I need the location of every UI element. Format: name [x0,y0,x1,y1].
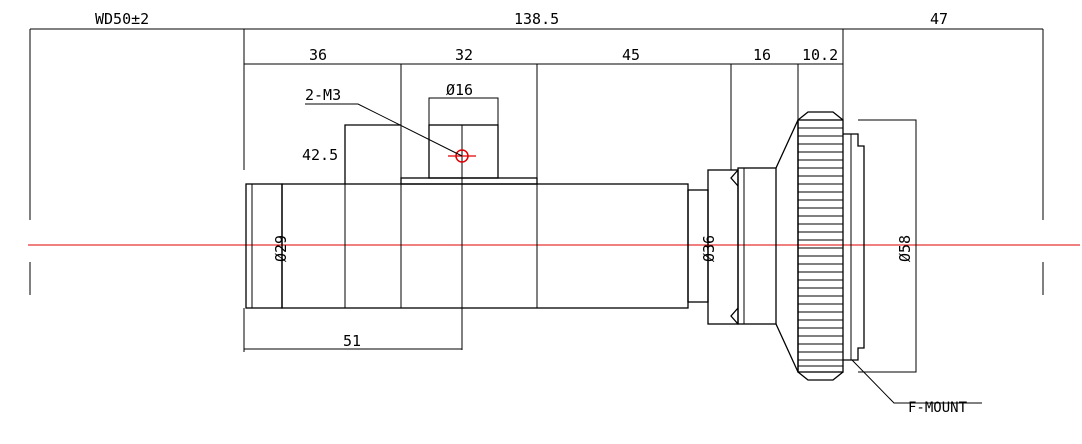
mount-label: F-MOUNT [908,400,968,416]
screw-boss-diameter-label: Ø16 [446,81,473,99]
segment-4-label: 16 [753,46,771,64]
segment-3-label: 45 [622,46,640,64]
rear-barrel-diameter-label: Ø36 [700,235,718,262]
front-diameter-label: Ø29 [272,235,290,262]
segment-dimension-line [244,63,843,178]
segment-1-label: 36 [309,46,327,64]
height-label: 42.5 [302,146,338,164]
length-to-screw-label: 51 [343,332,361,350]
segment-2-label: 32 [455,46,473,64]
back-length-label: 47 [930,10,948,28]
diameter-indicator [344,97,917,373]
overall-length-label: 138.5 [514,10,559,28]
knurled-ring [797,111,865,381]
mount-flange-diameter-label: Ø58 [896,235,914,262]
top-dimension-line [29,28,1044,295]
screw-label: 2-M3 [305,86,341,104]
leader-lines [305,103,982,404]
bottom-dimension-line [243,308,462,352]
working-distance-label: WD50±2 [95,10,149,28]
segment-5-label: 10.2 [802,46,838,64]
